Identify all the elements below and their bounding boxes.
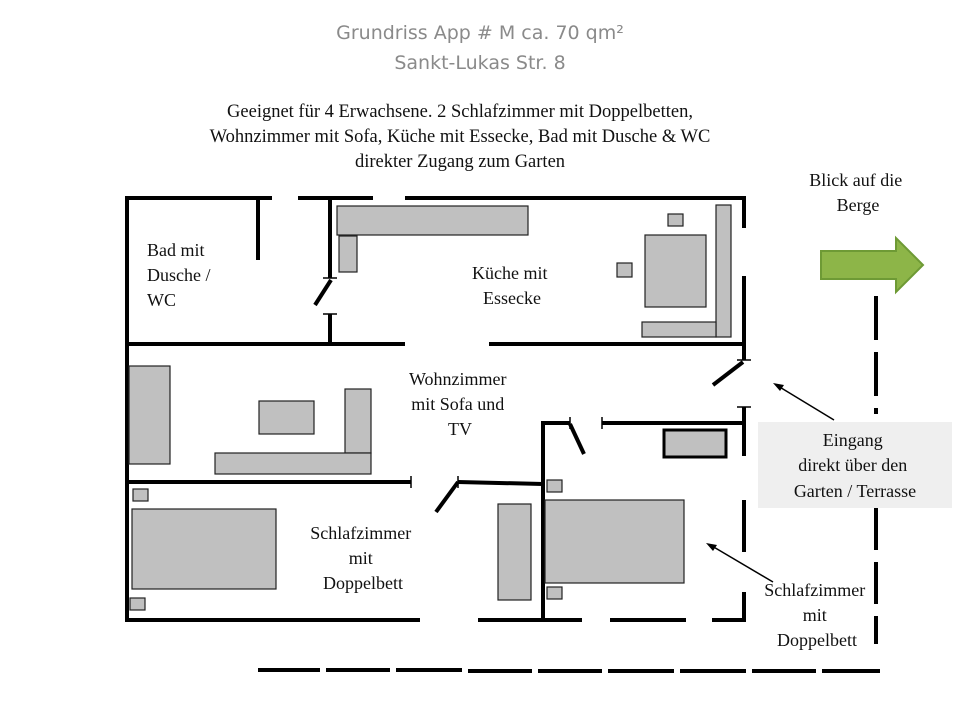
cabinet: [128, 365, 171, 465]
plan-address: Sankt-Lukas Str. 8: [394, 52, 566, 74]
nightstand: [132, 488, 149, 502]
chair: [616, 262, 633, 278]
wardrobe: [497, 503, 532, 601]
room-label-bathroom: Bad mit Dusche / WC: [147, 240, 215, 310]
entrance-note-box: [758, 422, 952, 508]
description-line: Wohnzimmer mit Sofa, Küche mit Essecke, …: [209, 127, 711, 147]
sofa-side: [344, 388, 372, 454]
double-bed: [544, 499, 685, 584]
entrance-pointer-line: [777, 385, 835, 421]
pointer-arrows: [706, 383, 835, 583]
description: Geeignet für 4 Erwachsene. 2 Schlafzimme…: [150, 100, 770, 175]
room-label-kitchen: Küche mit Essecke: [472, 263, 552, 308]
description-line: direkter Zugang zum Garten: [354, 152, 566, 172]
arrowhead-icon: [773, 383, 784, 391]
nightstand: [546, 586, 563, 600]
arrowhead-icon: [706, 543, 717, 551]
room-label-living-room: Wohnzimmer mit Sofa und TV: [409, 369, 511, 439]
bench-horizontal: [641, 321, 717, 338]
sofa: [214, 452, 372, 475]
entrance-label: Eingang direkt über den Garten / Terrass…: [794, 430, 916, 501]
tv: [662, 428, 728, 459]
door-bath: [313, 278, 333, 307]
bedroom-pointer-line: [711, 545, 774, 583]
door-entrance: [711, 360, 745, 387]
kitchen-counter: [336, 205, 529, 236]
double-bed: [131, 508, 277, 590]
plan-title: Grundriss App # M ca. 70 qm²: [336, 22, 624, 44]
door-bed2: [568, 423, 586, 455]
wall-bed1-bed2: [457, 480, 544, 486]
description-line: Geeignet für 4 Erwachsene. 2 Schlafzimme…: [227, 102, 693, 122]
walls: [125, 196, 751, 622]
view-label: Blick auf die Berge: [809, 170, 906, 215]
terrace-outline: [258, 296, 880, 673]
furniture: [128, 204, 732, 611]
view-arrow-icon: [820, 235, 925, 295]
nightstand: [546, 479, 563, 493]
coffee-table: [258, 400, 315, 435]
nightstand: [129, 597, 146, 611]
room-label-bedroom-2: Schlafzimmer mit Doppelbett: [764, 580, 869, 650]
door-bed1: [434, 480, 460, 514]
dining-table: [644, 234, 707, 308]
bench-vertical: [715, 204, 732, 338]
room-label-bedroom-1: Schlafzimmer mit Doppelbett: [310, 523, 415, 593]
kitchen-counter-side: [338, 235, 358, 273]
chair: [667, 213, 684, 227]
